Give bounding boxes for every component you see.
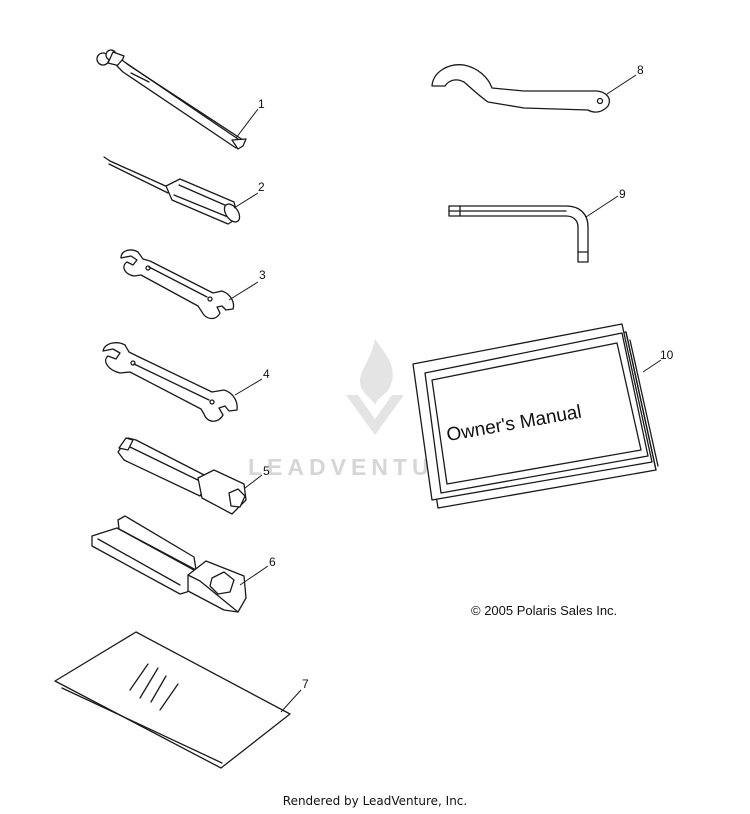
callout-9: 9 (619, 187, 626, 201)
callout-3: 3 (259, 268, 266, 282)
part-10-owners-manual[interactable] (412, 323, 659, 509)
callout-2: 2 (258, 180, 265, 194)
part-2-screwdriver[interactable] (103, 156, 243, 225)
part-6-plug-tool[interactable] (91, 515, 247, 613)
callout-6: 6 (269, 555, 276, 569)
callout-7: 7 (302, 677, 309, 691)
footer-credit: Rendered by LeadVenture, Inc. (282, 794, 468, 808)
part-5-plug-socket[interactable] (117, 437, 247, 515)
part-1-tire-gauge[interactable] (96, 49, 247, 150)
part-8-spanner-wrench[interactable] (431, 64, 611, 113)
callout-10: 10 (660, 348, 674, 362)
part-7-plastic-bag[interactable] (54, 631, 291, 769)
callout-5: 5 (263, 464, 270, 478)
part-4-large-wrench[interactable] (102, 342, 238, 422)
callout-1: 1 (258, 97, 265, 111)
copyright-notice: © 2005 Polaris Sales Inc. (471, 603, 618, 618)
callout-8: 8 (637, 63, 644, 77)
callout-4: 4 (263, 367, 270, 381)
part-3-small-wrench[interactable] (120, 249, 235, 320)
leadventure-watermark-logo (346, 339, 404, 435)
part-9-hex-key[interactable] (448, 205, 589, 263)
